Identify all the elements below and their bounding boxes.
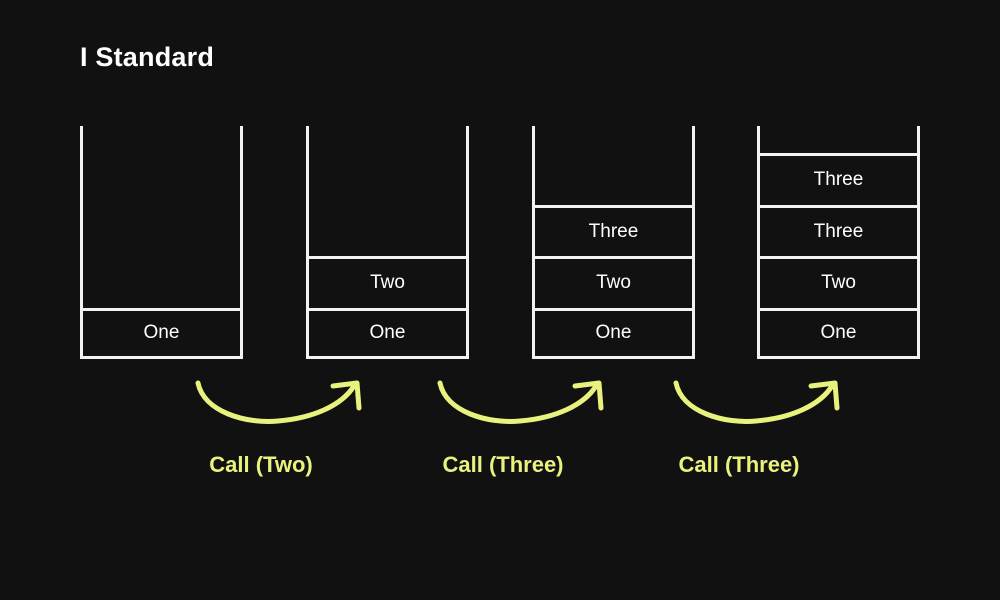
curved-arrow-up-right-icon xyxy=(437,380,604,424)
transition-1: Call (Two) xyxy=(146,372,376,497)
stack-left-wall xyxy=(80,126,83,359)
transition-2: Call (Three) xyxy=(388,372,618,497)
stack-right-wall xyxy=(240,126,243,359)
stack-cell: Two xyxy=(757,256,920,308)
stack-cells: One Two Three xyxy=(532,204,695,359)
stack-cells: One Two xyxy=(306,256,469,359)
stack-right-wall xyxy=(692,126,695,359)
stack-left-wall xyxy=(757,126,760,359)
stack-1: One xyxy=(80,126,243,359)
stack-cell: Two xyxy=(306,256,469,308)
stack-right-wall xyxy=(917,126,920,359)
stack-cell: Three xyxy=(532,204,695,257)
stack-cells: One Two Three Three xyxy=(757,153,920,359)
stack-cell: Three xyxy=(757,204,920,257)
page-title: I Standard xyxy=(80,42,215,72)
call-label: Call (Two) xyxy=(209,452,313,477)
stack-cell: One xyxy=(757,307,920,359)
stack-cell: One xyxy=(306,307,469,359)
stack-4: One Two Three Three xyxy=(757,126,920,359)
stack-cell: One xyxy=(532,307,695,359)
curved-arrow-up-right-icon xyxy=(673,380,840,424)
stack-right-wall xyxy=(466,126,469,359)
call-label: Call (Three) xyxy=(678,452,800,477)
curved-arrow-up-right-icon xyxy=(195,380,362,424)
stack-cell: Three xyxy=(757,153,920,205)
stack-left-wall xyxy=(532,126,535,359)
stack-cell: Two xyxy=(532,256,695,308)
stack-cells: One xyxy=(80,307,243,359)
call-label: Call (Three) xyxy=(442,452,564,477)
transition-3: Call (Three) xyxy=(624,372,854,497)
stack-2: One Two xyxy=(306,126,469,359)
stack-cell: One xyxy=(80,307,243,359)
stack-left-wall xyxy=(306,126,309,359)
stack-3: One Two Three xyxy=(532,126,695,359)
